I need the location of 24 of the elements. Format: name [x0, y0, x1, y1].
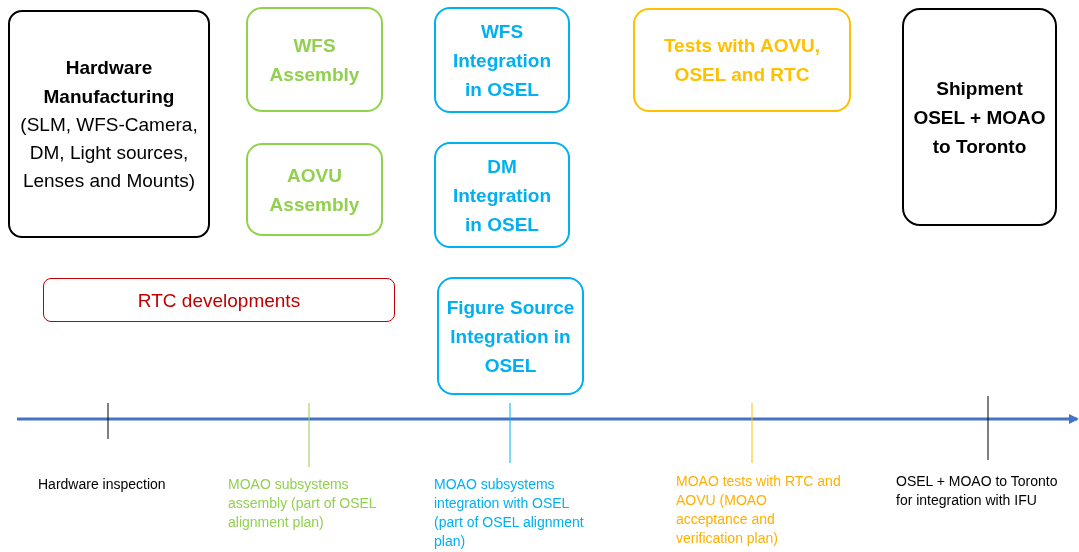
- task-box: [434, 7, 570, 113]
- box-label: Tests with AOVU, OSEL and RTC: [662, 34, 822, 87]
- box-label: Shipment OSEL + MOAO to Toronto: [912, 76, 1047, 159]
- task-box: [902, 8, 1057, 226]
- milestone-label: OSEL + MOAO to Toronto for integration with IFU: [896, 472, 1059, 510]
- milestone-label: MOAO tests with RTC and AOVU (MOAO acceptance and verification plan): [676, 472, 841, 548]
- milestone-label: MOAO subsystems assembly (part of OSEL alignment plan): [228, 475, 378, 532]
- box-heading: Hardware Manufacturing: [42, 56, 176, 109]
- milestone-label: MOAO subsystems integration with OSEL (part of OSEL alignment plan): [434, 475, 585, 551]
- box-label: WFS Assembly: [268, 33, 361, 87]
- task-box: [43, 278, 395, 322]
- box-label: DM Integration in OSEL: [451, 154, 553, 237]
- task-box: [434, 142, 570, 248]
- task-box: [246, 143, 383, 236]
- box-body-text: (SLM, WFS-Camera, DM, Light sources, Lenses and Mounts): [19, 113, 199, 193]
- box-label: RTC developments: [137, 288, 301, 313]
- box-label: Figure Source Integration in OSEL: [445, 295, 576, 378]
- task-box: [8, 10, 210, 238]
- task-box: [246, 7, 383, 112]
- task-box: [633, 8, 851, 112]
- task-box: [437, 277, 584, 395]
- box-label: WFS Integration in OSEL: [451, 19, 553, 102]
- box-label: AOVU Assembly: [268, 163, 361, 217]
- milestone-label: Hardware inspection: [38, 475, 167, 494]
